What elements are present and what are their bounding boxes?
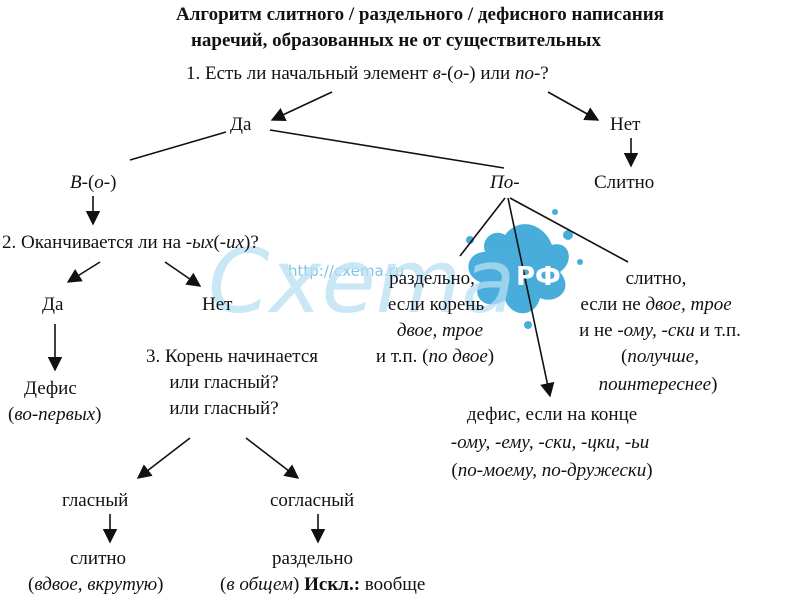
question-3-line-3: или гласный? — [169, 398, 279, 419]
line-po-fused — [509, 197, 629, 263]
po-fused-line-2: если не двое, трое — [580, 294, 732, 315]
line-yes-v — [129, 131, 227, 161]
vowel-result: слитно — [70, 548, 127, 569]
consonant-example: (в общем) Искл.: вообще — [220, 574, 426, 595]
arrow-q1-no — [547, 91, 600, 121]
question-3-line-1: 3. Корень начинается — [145, 346, 319, 367]
po-fused-line-4: (получше, — [621, 346, 699, 367]
q2-answer-no: Нет — [202, 294, 233, 315]
arrow-q2-yes — [66, 261, 101, 283]
branch-consonant: согласный — [270, 490, 355, 511]
hyphen-example: (во-первых) — [8, 404, 102, 425]
q2-answer-yes: Да — [42, 294, 64, 315]
branch-vowel: гласный — [62, 490, 129, 511]
po-fused-line-5: поинтереснее) — [598, 374, 718, 395]
po-hyphen-line-3: (по-моему, по-дружески) — [451, 460, 653, 481]
answer-yes-top: Да — [230, 114, 252, 135]
arrow-q2-no — [164, 261, 202, 287]
question-2: 2. Оканчивается ли на -ых(-их)? — [2, 232, 259, 253]
question-1: 1. Есть ли начальный элемент в-(о-) или … — [186, 63, 549, 84]
question-3-line-2: или гласный? — [169, 372, 279, 393]
branch-po: По- — [490, 172, 520, 193]
po-separate-line-3: двое, трое — [396, 320, 484, 341]
po-separate-line-1: раздельно, — [389, 268, 475, 289]
result-fused-top: Слитно — [594, 172, 655, 193]
po-hyphen-line-2: -ому, -ему, -ски, -цки, -ьи — [450, 432, 650, 453]
po-fused-line-1: слитно, — [625, 268, 687, 289]
po-separate-line-2: если корень — [387, 294, 485, 315]
title-line-1: Алгоритм слитного / раздельного / дефисн… — [176, 4, 664, 25]
answer-no-top: Нет — [610, 114, 641, 135]
branch-v: В-(о-) — [70, 172, 117, 193]
po-hyphen-line-1: дефис, если на конце — [466, 404, 638, 425]
arrow-po-hyphen — [507, 197, 555, 398]
line-po-separate — [459, 197, 506, 257]
watermark-splash — [466, 209, 583, 329]
watermark-tld: РФ — [516, 262, 561, 292]
watermark-url: http://cxema.ru — [288, 262, 405, 280]
po-separate-line-4: и т.п. (по двое) — [375, 346, 495, 367]
connectors — [47, 91, 639, 544]
arrow-q3-vowel — [136, 437, 191, 479]
arrow-q1-yes — [270, 91, 333, 122]
po-fused-line-3: и не -ому, -ски и т.п. — [579, 320, 741, 341]
result-hyphen: Дефис — [24, 378, 77, 399]
vowel-example: (вдвое, вкрутую) — [28, 574, 164, 595]
title-line-2: наречий, образованных не от существитель… — [190, 30, 602, 51]
line-yes-po — [269, 129, 505, 169]
consonant-result: раздельно — [272, 548, 354, 569]
watermark-logo: Cxema — [208, 230, 516, 333]
arrow-q3-cons — [245, 437, 300, 479]
